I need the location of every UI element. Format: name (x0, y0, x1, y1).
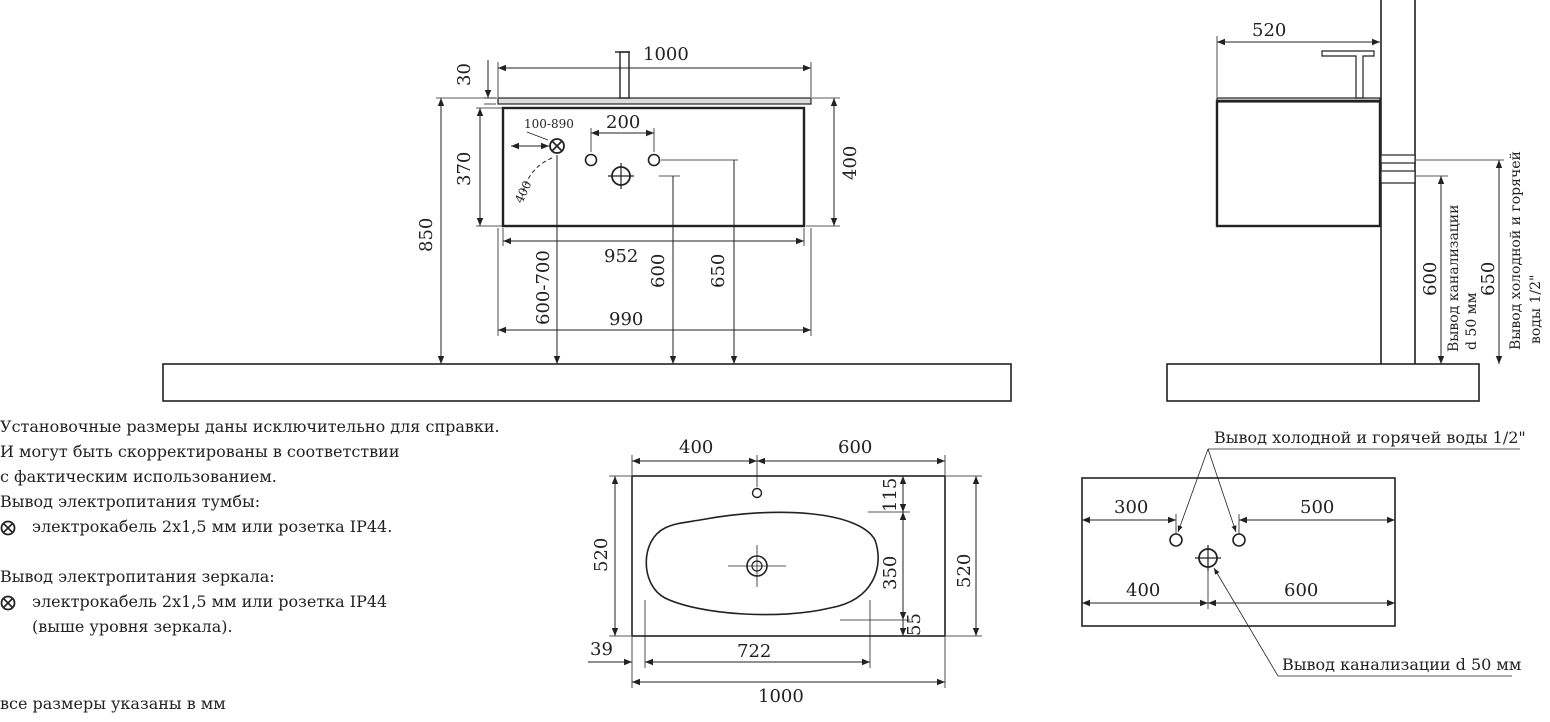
dim-350: 350 (880, 556, 901, 590)
dim-520-top-right: 520 (954, 554, 975, 588)
socket-cross-icon (0, 519, 32, 537)
side-view (1166, 0, 1504, 402)
dim-600-wall: 600 (1284, 580, 1318, 601)
floor-side (1166, 363, 1480, 402)
note-line-1: Установочные размеры даны исключительно … (0, 417, 500, 436)
cabinet-body (501, 106, 806, 228)
dim-100-890: 100-890 (524, 117, 574, 131)
dim-1000-top-view: 1000 (758, 686, 804, 707)
floor-front (162, 363, 1012, 402)
dim-55: 55 (904, 613, 925, 636)
note-line-6: Вывод электропитания зеркала: (0, 567, 275, 586)
dim-115: 115 (880, 478, 901, 512)
pipe-side (1380, 154, 1416, 164)
wall-cold-pipe (1169, 533, 1183, 547)
label-water-side-1: Вывод холодной и горячей (1508, 151, 1524, 350)
notes-block: Установочные размеры даны исключительно … (0, 414, 560, 639)
wall-outline (1081, 477, 1396, 627)
dim-370: 370 (454, 152, 475, 186)
dim-520-side: 520 (1252, 20, 1286, 41)
cabinet-side (1215, 99, 1382, 228)
label-water-side-2: воды 1/2" (1528, 275, 1544, 345)
cold-water-pipe (584, 153, 598, 167)
dim-990: 990 (609, 309, 643, 330)
footer-units-note: все размеры указаны в мм (0, 694, 226, 713)
hot-water-pipe (647, 153, 661, 167)
note-line-2: И могут быть скорректированы в соответст… (0, 442, 400, 461)
countertop (497, 97, 812, 105)
note-line-8: (выше уровня зеркала). (0, 614, 560, 639)
pipe-side-2 (1380, 170, 1416, 184)
faucet-hole (751, 487, 763, 499)
dim-30: 30 (454, 63, 475, 86)
basin-bowl (645, 511, 879, 616)
dim-400-wall: 400 (1126, 580, 1160, 601)
dim-500-wall: 500 (1300, 497, 1334, 518)
dim-1000-top: 1000 (643, 44, 689, 65)
dim-600-top: 600 (838, 437, 872, 458)
label-drain-side-2: d 50 мм (1464, 292, 1480, 350)
wall-hot-pipe (1232, 533, 1246, 547)
dim-952: 952 (604, 246, 638, 267)
socket-cross-icon (0, 594, 32, 612)
note-mirror-level: (выше уровня зеркала). (32, 617, 233, 636)
dim-722: 722 (737, 641, 771, 662)
faucet (619, 51, 630, 99)
note-cable-mirror: электрокабель 2x1,5 мм или розетка IP44 (32, 592, 388, 611)
dim-300-wall: 300 (1114, 497, 1148, 518)
dim-600-side: 600 (1420, 262, 1441, 296)
dim-600-front: 600 (648, 254, 669, 288)
note-line-7: электрокабель 2x1,5 мм или розетка IP44 (0, 589, 560, 614)
callout-water-wall: Вывод холодной и горячей воды 1/2" (1214, 428, 1526, 447)
dim-520-top-left: 520 (591, 538, 612, 572)
callout-drain-wall: Вывод канализации d 50 мм (1282, 655, 1521, 674)
faucet-side (1321, 50, 1375, 99)
note-cable-cabinet: электрокабель 2x1,5 мм или розетка IP44. (32, 517, 393, 536)
note-line-4: Вывод электропитания тумбы: (0, 492, 261, 511)
dim-39: 39 (590, 639, 613, 660)
basin-outline (631, 475, 946, 637)
note-line-5: электрокабель 2x1,5 мм или розетка IP44. (0, 514, 560, 539)
dim-850: 850 (416, 218, 437, 252)
dim-400-right: 400 (840, 146, 861, 180)
wall-view (1081, 448, 1520, 677)
front-view (162, 51, 1012, 402)
dim-650-side: 650 (1478, 262, 1499, 296)
top-view (588, 455, 982, 688)
dim-200: 200 (606, 112, 640, 133)
dim-650-front: 650 (708, 254, 729, 288)
dim-400-top: 400 (679, 437, 713, 458)
label-drain-side-1: Вывод канализации (1446, 205, 1462, 352)
note-line-3: с фактическим использованием. (0, 467, 277, 486)
dim-400-socket: 400 (512, 179, 534, 206)
dim-600-700: 600-700 (533, 250, 554, 325)
